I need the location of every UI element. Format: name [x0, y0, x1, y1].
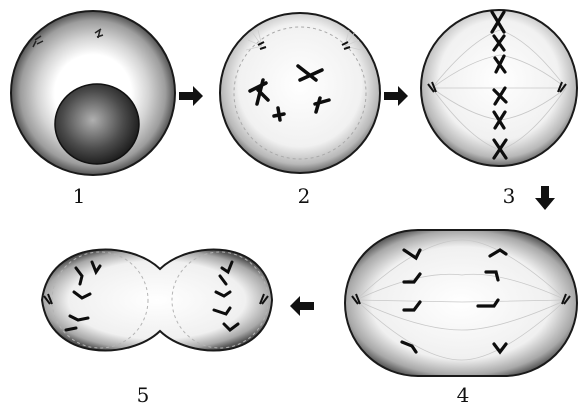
cell-3-metaphase: [421, 10, 577, 166]
arrow-down-icon: [535, 186, 555, 210]
stage-label-1: 1: [64, 186, 94, 206]
stage-label-2: 2: [289, 186, 319, 206]
arrow-left-icon: [290, 296, 314, 316]
cell-5-telophase: [42, 249, 272, 350]
cell-1-interphase: [11, 11, 175, 175]
nucleus: [55, 84, 139, 164]
arrow-right-icon: [384, 86, 408, 106]
stage-label-3: 3: [494, 186, 524, 206]
cell-2-prophase: [220, 13, 380, 173]
stage-label-5: 5: [128, 385, 158, 405]
arrow-right-icon: [179, 86, 203, 106]
cell-4-anaphase: [345, 230, 577, 376]
stage-label-4: 4: [448, 385, 478, 405]
